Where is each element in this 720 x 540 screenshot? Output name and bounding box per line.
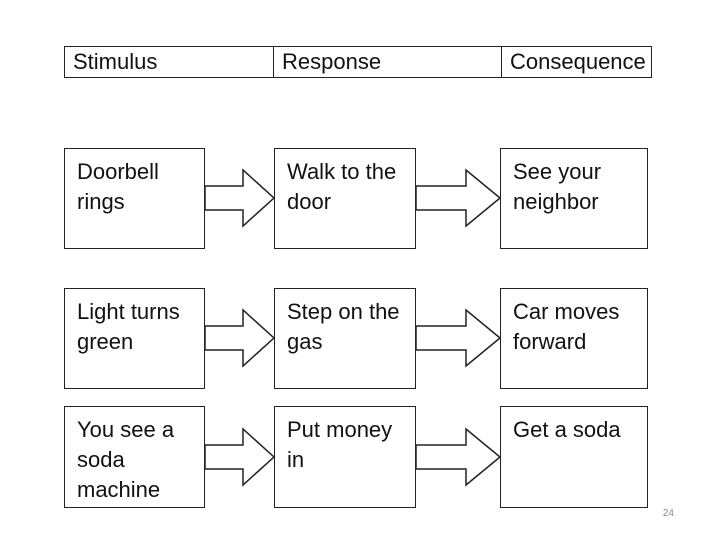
header-response: Response <box>273 47 501 77</box>
column-header-row: Stimulus Response Consequence <box>64 46 652 78</box>
response-box: Put money in <box>274 406 416 508</box>
page-number: 24 <box>662 508 674 519</box>
stimulus-box: You see a soda machine <box>64 406 205 508</box>
consequence-box: See your neighbor <box>500 148 648 249</box>
header-consequence: Consequence <box>501 47 651 77</box>
arrow-right-icon <box>415 168 502 228</box>
arrow-right-icon <box>204 168 276 228</box>
arrow-right-icon <box>204 427 276 487</box>
arrow-right-icon <box>415 308 502 368</box>
header-stimulus: Stimulus <box>73 49 158 74</box>
consequence-box: Get a soda <box>500 406 648 508</box>
consequence-box: Car moves forward <box>500 288 648 389</box>
stimulus-box: Doorbell rings <box>64 148 205 249</box>
response-box: Walk to the door <box>274 148 416 249</box>
response-box: Step on the gas <box>274 288 416 389</box>
stimulus-box: Light turns green <box>64 288 205 389</box>
arrow-right-icon <box>204 308 276 368</box>
arrow-right-icon <box>415 427 502 487</box>
